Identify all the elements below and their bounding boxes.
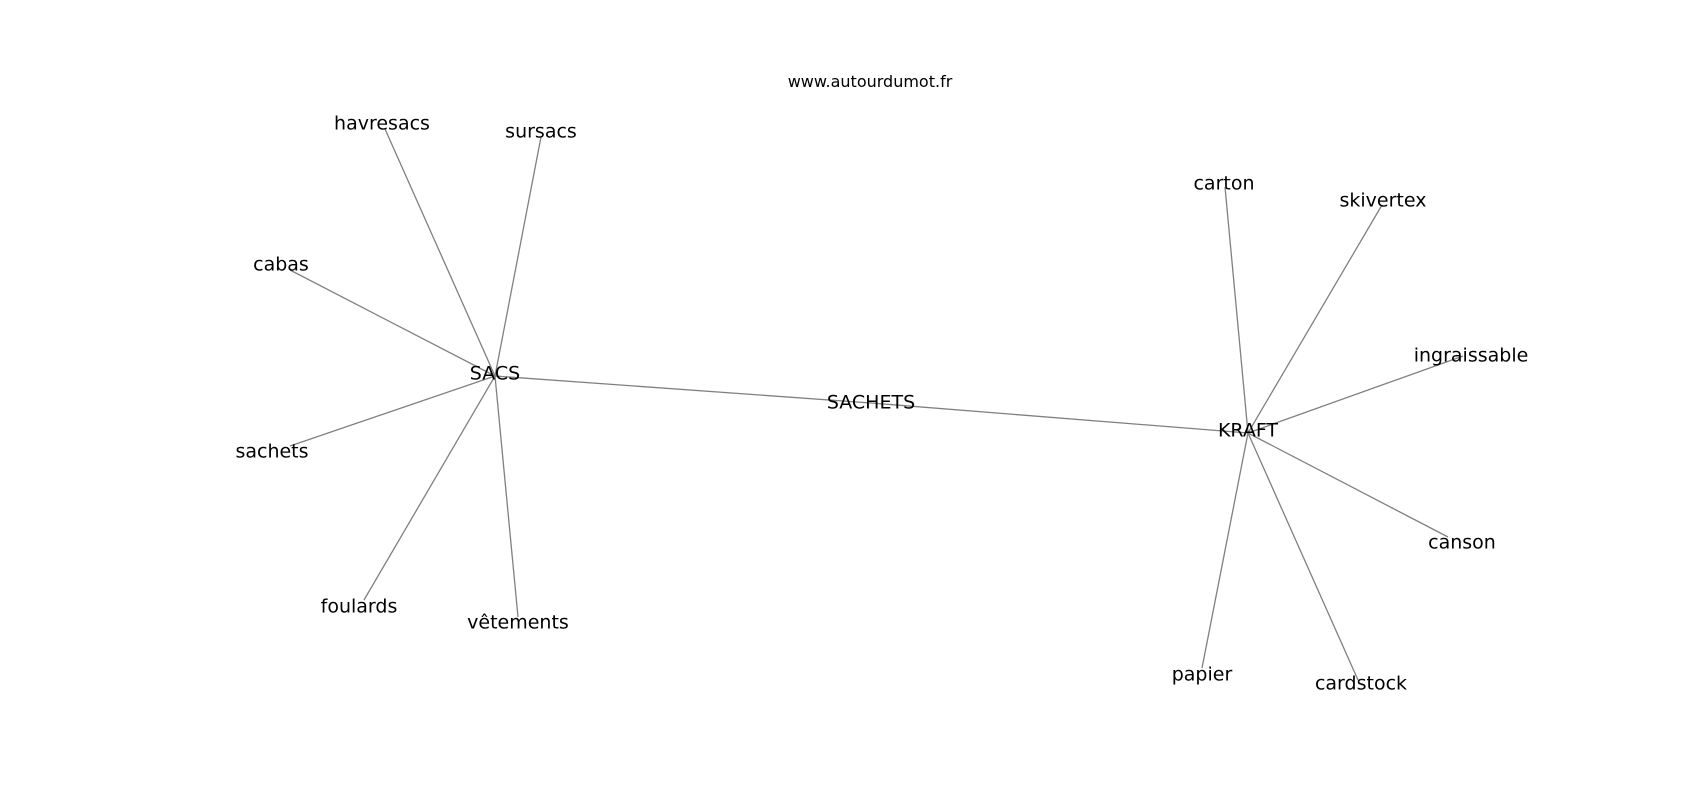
edge-kraft-cardstock	[1247, 432, 1359, 681]
node-label-sachets[interactable]: SACHETS	[827, 392, 915, 414]
edge-sacs-havresacs	[384, 128, 496, 377]
node-label-cabas[interactable]: cabas	[253, 254, 309, 276]
node-label-sursacs[interactable]: sursacs	[505, 121, 577, 143]
node-label-foulards[interactable]: foulards	[321, 596, 398, 618]
edge-sacs-foulards	[363, 375, 496, 601]
edge-kraft-papier	[1201, 432, 1249, 669]
edges-layer	[289, 128, 1464, 681]
site-watermark: www.autourdumot.fr	[788, 72, 953, 91]
node-label-havresacs[interactable]: havresacs	[334, 113, 430, 135]
edge-sacs-vetements	[494, 375, 519, 618]
edge-sacs-sachets	[494, 375, 872, 404]
edge-sachets-kraft	[870, 402, 1249, 434]
node-label-papier[interactable]: papier	[1172, 664, 1233, 686]
edge-sacs-cabas	[289, 269, 496, 377]
node-label-skivertex[interactable]: skivertex	[1340, 190, 1427, 212]
node-label-sachets[interactable]: sachets	[235, 441, 308, 463]
edge-kraft-canson	[1247, 432, 1449, 538]
edge-kraft-ingraissable	[1247, 355, 1464, 434]
node-label-canson[interactable]: canson	[1428, 532, 1496, 554]
edge-kraft-carton	[1224, 186, 1249, 434]
labels-layer: SACHETS SACS KRAFT havresacs sursacs cabas sac…	[235, 113, 1528, 695]
node-label-ingraissable[interactable]: ingraissable	[1414, 345, 1529, 367]
edge-kraft-skivertex	[1247, 204, 1383, 434]
node-label-cardstock[interactable]: cardstock	[1315, 673, 1407, 695]
node-label-carton[interactable]: carton	[1193, 173, 1254, 195]
node-label-kraft[interactable]: KRAFT	[1218, 420, 1278, 442]
node-label-vetements[interactable]: vêtements	[467, 612, 569, 634]
edge-sacs-sursacs	[494, 136, 542, 377]
edge-sacs-sachets	[289, 375, 496, 447]
node-label-sacs[interactable]: SACS	[470, 363, 520, 385]
